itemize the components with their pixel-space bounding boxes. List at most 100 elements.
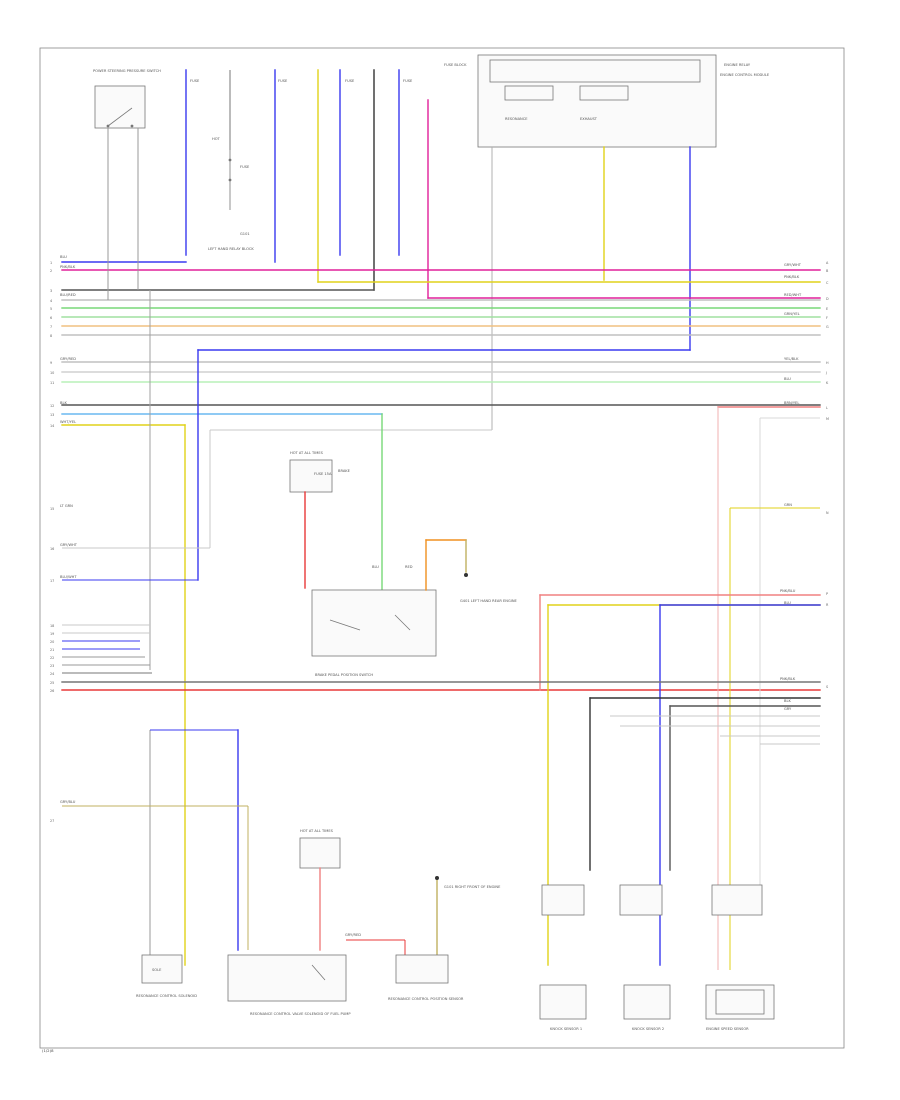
brake-switch-block: HOT AT ALL TIMES FUSE 15A BRAKE BRAKE PE… — [289, 451, 518, 677]
svg-text:26: 26 — [50, 689, 54, 693]
svg-text:20: 20 — [50, 640, 54, 644]
svg-text:LT GRN: LT GRN — [60, 504, 73, 508]
resonance-position-sensor: G101 RIGHT FRONT OF ENGINE RESONANCE CON… — [388, 876, 501, 1001]
svg-text:D: D — [826, 297, 829, 301]
svg-text:1: 1 — [50, 261, 52, 265]
left-hand-relay-label: LEFT HAND RELAY BLOCK — [208, 247, 254, 251]
svg-text:L: L — [826, 406, 828, 410]
svg-text:PNK/BLK: PNK/BLK — [60, 265, 76, 269]
power-steering-switch: POWER STEERING PRESSURE SWITCH — [93, 69, 161, 150]
left-harness: LT GRN GRY/WHT BLU/WHT 15 16 17 — [50, 150, 383, 966]
ground-b-label: G101 RIGHT FRONT OF ENGINE — [444, 885, 501, 889]
hot-at-all-label-2: HOT AT ALL TIMES — [300, 829, 334, 833]
hot-at-all-label: HOT AT ALL TIMES — [290, 451, 324, 455]
resonance-solenoid: SOLE RESONANCE CONTROL SOLENOID — [136, 954, 197, 998]
svg-text:16: 16 — [50, 547, 54, 551]
svg-text:14: 14 — [50, 424, 54, 428]
svg-text:G: G — [826, 325, 829, 329]
svg-text:BRAKE: BRAKE — [338, 469, 351, 473]
svg-text:M: M — [826, 417, 829, 421]
page-ref: (1/2)8 — [42, 1048, 54, 1053]
svg-text:RED: RED — [405, 565, 413, 569]
resonance-valve: HOT AT ALL TIMES RESONANCE CONTROL VALVE… — [227, 829, 405, 1016]
svg-text:15: 15 — [50, 507, 54, 511]
svg-text:BLU: BLU — [60, 255, 67, 259]
svg-text:K: K — [826, 381, 829, 385]
svg-text:J: J — [825, 371, 827, 375]
svg-text:PNK/BLU: PNK/BLU — [780, 589, 796, 593]
ground-a-label: G401 LEFT HAND REAR ENGINE — [460, 599, 518, 603]
left-fanin: 18 19 20 21 22 23 24 25 26 — [50, 624, 821, 693]
wire-label-gry: GRY/WHT — [784, 263, 802, 267]
svg-text:9: 9 — [50, 361, 52, 365]
svg-text:FUSE: FUSE — [240, 165, 250, 169]
wire-label-blu: BLU — [784, 377, 791, 381]
svg-text:23: 23 — [50, 664, 54, 668]
svg-text:G101: G101 — [240, 232, 250, 236]
right-harness: GRN PNK/BLU BLU PNK/BLK BLK GRY — [539, 407, 821, 970]
svg-text:EXHAUST: EXHAUST — [580, 117, 598, 121]
comp-bottom-2-label: RESONANCE CONTROL VALVE SOLENOID OF FUEL… — [250, 1012, 351, 1016]
svg-text:C: C — [826, 281, 829, 285]
svg-text:A: A — [826, 261, 829, 265]
knock-sensor-1: KNOCK SENSOR 1 — [539, 884, 587, 1031]
svg-text:HOT: HOT — [212, 137, 221, 141]
svg-text:E: E — [826, 307, 828, 311]
power-steering-switch-label: POWER STEERING PRESSURE SWITCH — [93, 69, 161, 73]
comp-bottom-1-label: RESONANCE CONTROL SOLENOID — [136, 994, 197, 998]
svg-text:13: 13 — [50, 413, 54, 417]
svg-text:BLU: BLU — [372, 565, 379, 569]
fuse-block-top-label: FUSE BLOCK — [444, 63, 467, 67]
svg-text:GRY/WHT: GRY/WHT — [60, 543, 78, 547]
svg-text:17: 17 — [50, 579, 54, 583]
comp-bottom-4-label: KNOCK SENSOR 1 — [550, 1027, 582, 1031]
comp-bottom-5-label: KNOCK SENSOR 2 — [632, 1027, 664, 1031]
svg-text:BLU/RED: BLU/RED — [60, 293, 76, 297]
svg-text:8: 8 — [50, 334, 52, 338]
svg-text:N: N — [826, 511, 829, 515]
svg-text:FUSE: FUSE — [278, 79, 288, 83]
svg-text:GRN: GRN — [784, 503, 792, 507]
engine-speed-sensor: ENGINE SPEED SENSOR — [705, 884, 775, 1031]
svg-text:BLU/WHT: BLU/WHT — [60, 575, 77, 579]
svg-text:GRY: GRY — [784, 707, 792, 711]
svg-text:BLK: BLK — [60, 401, 67, 405]
diagram-border — [39, 47, 845, 1049]
wire-label-grn: GRN/YEL — [784, 312, 800, 316]
svg-text:SOLE: SOLE — [152, 968, 162, 972]
svg-text:27: 27 — [50, 819, 54, 823]
svg-text:BLK: BLK — [784, 699, 791, 703]
svg-text:4: 4 — [50, 299, 52, 303]
svg-text:FUSE: FUSE — [403, 79, 413, 83]
svg-text:24: 24 — [50, 672, 54, 676]
left-hand-relay: HOT FUSE G101 LEFT HAND RELAY BLOCK — [208, 137, 254, 251]
svg-text:R: R — [826, 603, 829, 607]
pin-numbers: 1 2 3 4 5 6 7 8 9 10 11 12 13 14 A B C D… — [50, 261, 829, 689]
svg-text:7: 7 — [50, 325, 52, 329]
svg-text:BLU: BLU — [784, 601, 791, 605]
svg-text:B: B — [826, 269, 829, 273]
svg-text:6: 6 — [50, 316, 52, 320]
svg-text:11: 11 — [50, 381, 54, 385]
svg-text:S: S — [826, 685, 828, 689]
svg-text:3: 3 — [50, 289, 52, 293]
svg-text:21: 21 — [50, 648, 54, 652]
ecu-label: ENGINE CONTROL MODULE — [720, 73, 770, 77]
svg-text:12: 12 — [50, 404, 54, 408]
wire-label-pnk: PNK/BLK — [784, 275, 800, 279]
wire-label-yel: YEL/BLK — [784, 357, 799, 361]
knock-sensor-2: KNOCK SENSOR 2 — [619, 884, 671, 1031]
svg-text:RESONANCE: RESONANCE — [505, 117, 528, 121]
svg-text:P: P — [826, 592, 828, 596]
svg-text:10: 10 — [50, 371, 54, 375]
bus-lines — [61, 261, 821, 431]
svg-text:FUSE: FUSE — [190, 79, 200, 83]
svg-text:WHT/YEL: WHT/YEL — [60, 420, 76, 424]
svg-text:22: 22 — [50, 656, 54, 660]
svg-text:PNK/BLK: PNK/BLK — [780, 677, 796, 681]
svg-text:25: 25 — [50, 681, 54, 685]
brake-switch-label: BRAKE PEDAL POSITION SWITCH — [315, 673, 373, 677]
svg-text:2: 2 — [50, 269, 52, 273]
fuse-columns-top: FUSE FUSE FUSE FUSE FUSE BLOCK — [185, 63, 467, 299]
